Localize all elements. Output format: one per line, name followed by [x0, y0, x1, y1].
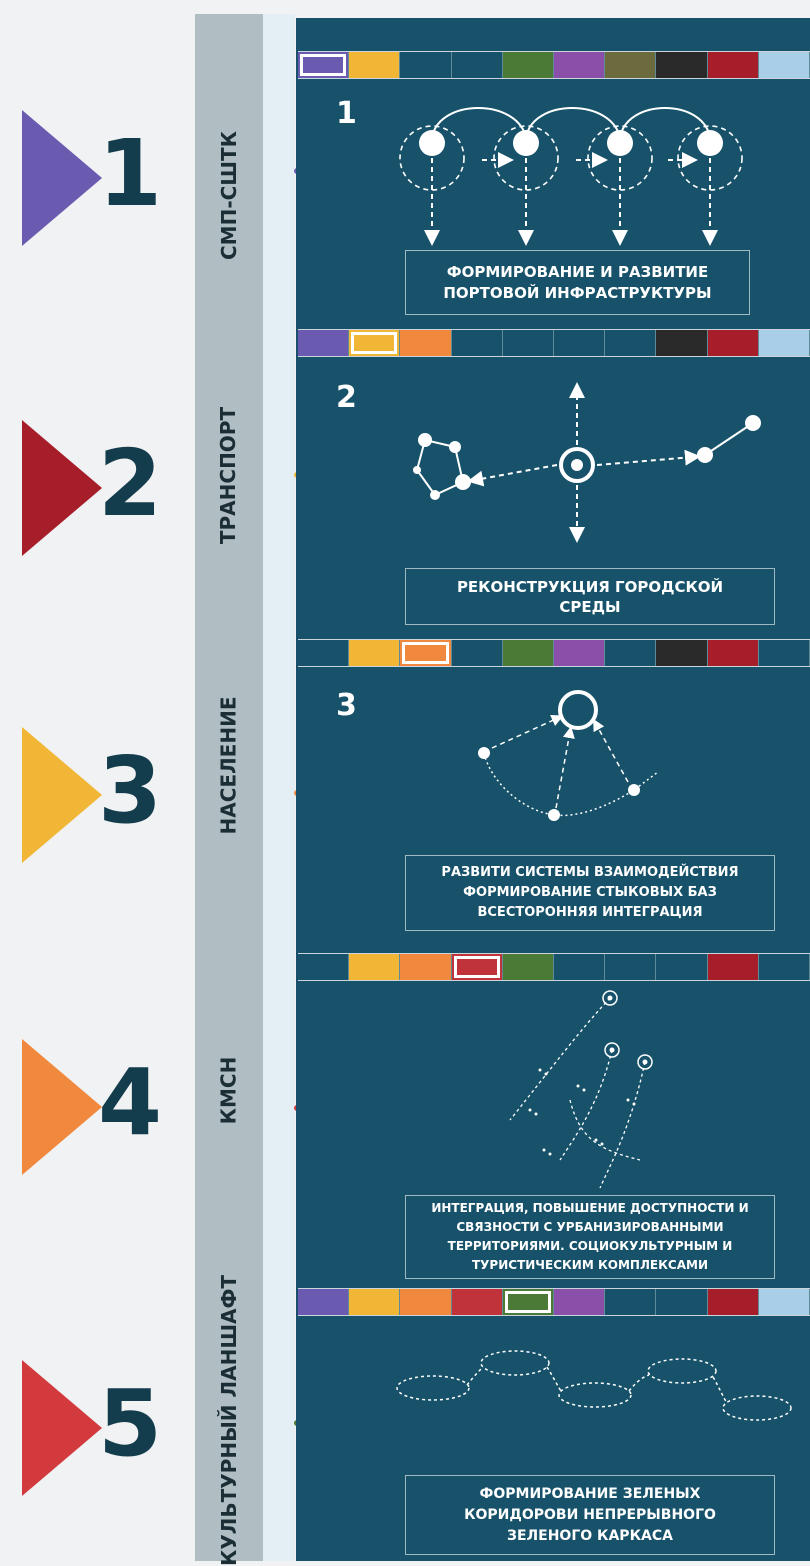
section-number-1: 1 [336, 96, 357, 131]
color-bar-cell [656, 640, 708, 666]
color-bar-cell [707, 52, 759, 78]
color-bar-cell [451, 1289, 503, 1315]
marker-number-5: 5 [98, 1370, 163, 1477]
color-bar-cell [298, 954, 350, 980]
gutter [263, 14, 295, 1561]
section-caption-2: РЕКОНСТРУКЦИЯ ГОРОДСКОЙ СРЕДЫ [405, 568, 775, 625]
color-bar-cell [502, 954, 555, 980]
color-bar-cell [554, 1289, 606, 1315]
marker-triangle-4 [22, 1039, 102, 1175]
color-bar-cell [298, 330, 350, 356]
marker-number-2: 2 [98, 430, 163, 537]
marker-triangle-1 [22, 110, 102, 246]
color-bar-cell [707, 954, 759, 980]
color-bar-cell [656, 1289, 708, 1315]
color-bar-cell [605, 52, 657, 78]
color-bar-cell [298, 640, 350, 666]
urban-network-diagram [413, 382, 761, 543]
color-bar-cell [349, 52, 401, 78]
color-bar-cell [349, 954, 401, 980]
color-bar-cell [349, 640, 401, 666]
color-bar-cell [400, 1289, 452, 1315]
color-bar-1 [298, 51, 810, 79]
interaction-diagram [478, 690, 659, 821]
color-bar-cell [451, 330, 503, 356]
port-network-diagram [399, 107, 743, 246]
color-bar-cell [502, 1289, 555, 1315]
marker-triangle-2 [22, 420, 102, 556]
color-bar-cell [502, 52, 555, 78]
marker-number-3: 3 [98, 737, 163, 844]
color-bar-cell [400, 954, 452, 980]
color-bar-cell [554, 954, 606, 980]
color-bar-cell [656, 954, 708, 980]
marker-number-1: 1 [98, 120, 163, 227]
color-bar-cell [656, 52, 708, 78]
color-bar-2 [298, 329, 810, 357]
color-bar-cell [349, 330, 401, 356]
color-bar-cell [707, 330, 759, 356]
color-bar-cell [656, 330, 708, 356]
color-bar-cell [554, 640, 606, 666]
color-bar-cell [400, 52, 452, 78]
color-bar-cell [451, 640, 503, 666]
color-bar-cell [400, 640, 452, 666]
color-bar-cell [400, 330, 452, 356]
color-bar-cell [605, 1289, 657, 1315]
settlement-tree-diagram [509, 990, 653, 1189]
color-bar-cell [605, 330, 657, 356]
color-bar-cell [554, 52, 606, 78]
section-caption-3: РАЗВИТИ СИСТЕМЫ ВЗАИМОДЕЙСТВИЯ ФОРМИРОВА… [405, 855, 775, 931]
color-bar-cell [758, 1289, 810, 1315]
color-bar-cell [605, 640, 657, 666]
color-bar-cell [758, 330, 810, 356]
side-label-population: НАСЕЛЕНИЕ [216, 696, 241, 834]
color-bar-4 [298, 953, 810, 981]
section-caption-5: ФОРМИРОВАНИЕ ЗЕЛЕНЫХ КОРИДОРОВИ НЕПРЕРЫВ… [405, 1475, 775, 1555]
color-bar-cell [298, 1289, 350, 1315]
color-bar-3 [298, 639, 810, 667]
color-bar-cell [758, 52, 810, 78]
color-bar-cell [502, 330, 555, 356]
color-bar-5 [298, 1288, 810, 1316]
marker-triangle-5 [22, 1360, 102, 1496]
color-bar-cell [349, 1289, 401, 1315]
section-caption-4: ИНТЕГРАЦИЯ, ПОВЫШЕНИЕ ДОСТУПНОСТИ И СВЯЗ… [405, 1195, 775, 1279]
side-label-landscape: КУЛЬТУРНЫЙ ЛАНШАФТ [216, 1274, 241, 1566]
section-number-2: 2 [336, 380, 357, 415]
section-caption-1: ФОРМИРОВАНИЕ И РАЗВИТИЕ ПОРТОВОЙ ИНФРАСТ… [405, 250, 750, 315]
green-corridor-diagram [396, 1350, 792, 1421]
color-bar-cell [298, 52, 350, 78]
color-bar-cell [758, 954, 810, 980]
side-strip [195, 14, 263, 1561]
marker-triangle-3 [22, 727, 102, 863]
color-bar-cell [451, 52, 503, 78]
side-label-transport: ТРАНСПОРТ [216, 406, 241, 544]
color-bar-cell [707, 640, 759, 666]
section-number-3: 3 [336, 688, 357, 723]
color-bar-cell [451, 954, 503, 980]
color-bar-cell [554, 330, 606, 356]
side-label-smp: СМП-СШТК [216, 130, 241, 260]
color-bar-cell [758, 640, 810, 666]
marker-number-4: 4 [98, 1049, 163, 1156]
color-bar-cell [605, 954, 657, 980]
color-bar-cell [502, 640, 555, 666]
side-label-kmsn: КМСН [216, 1056, 241, 1124]
color-bar-cell [707, 1289, 759, 1315]
